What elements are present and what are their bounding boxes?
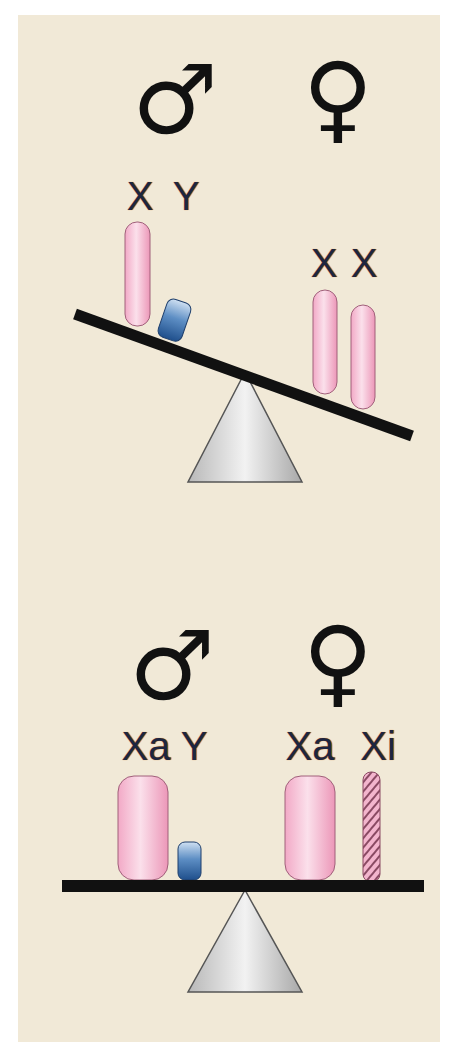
active-x-chromosome (285, 776, 335, 880)
y-chromosome (178, 842, 201, 880)
chromosome-label: Xi (360, 726, 396, 766)
x-chromosome (313, 290, 337, 394)
y-chromosome (156, 297, 193, 343)
female-symbol: ♀ (303, 50, 373, 146)
fulcrum (188, 890, 302, 992)
seesaw-beam (75, 314, 412, 436)
male-symbol: ♂ (132, 52, 218, 148)
female-symbol: ♀ (303, 614, 373, 710)
x-chromosome (125, 222, 150, 326)
chromosome-label: X (351, 243, 378, 283)
chromosome-label: Xa (122, 726, 171, 766)
seesaw-beam (62, 880, 424, 892)
chromosome-label: X (127, 176, 154, 216)
active-x-chromosome (118, 776, 168, 880)
male-symbol: ♂ (129, 618, 215, 714)
chromosome-label: Y (173, 176, 200, 216)
x-chromosome (351, 305, 375, 409)
chromosome-label: X (311, 243, 338, 283)
chromosome-label: Xa (286, 726, 335, 766)
background-panel (18, 15, 440, 1042)
chromosome-label: Y (181, 726, 208, 766)
inactive-x-chromosome (363, 772, 380, 882)
